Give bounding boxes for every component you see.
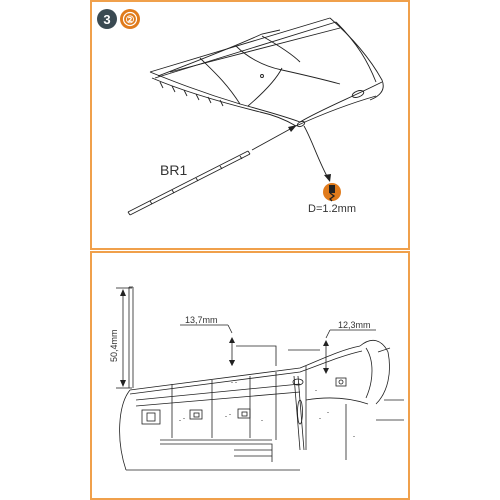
height-dimension <box>116 286 134 389</box>
assembly-badge-glyph: ② <box>126 15 135 26</box>
step-number-badge: 3 <box>97 9 117 29</box>
dimension-b-label: 12,3mm <box>338 320 371 330</box>
drill-leader-line <box>303 125 329 179</box>
insert-arrow <box>251 125 297 151</box>
wing-tip-drawing <box>149 17 384 128</box>
step-panel-bottom <box>90 251 410 500</box>
drill-diameter-label: D=1.2mm <box>308 203 356 215</box>
drill-leader-arrow <box>324 174 331 182</box>
rod-br1 <box>127 150 251 216</box>
fuselage-side-drawing <box>119 339 404 471</box>
drill-icon <box>323 183 341 202</box>
assembly-badge: ② <box>120 9 140 29</box>
dimension-a <box>180 324 277 366</box>
part-label-br1: BR1 <box>160 162 187 178</box>
step-number: 3 <box>103 12 110 27</box>
dimension-a-arrow <box>229 360 235 366</box>
dimension-a-label: 13,7mm <box>185 315 218 325</box>
height-dimension-label: 50,4mm <box>109 329 119 362</box>
dimension-b <box>288 329 376 374</box>
